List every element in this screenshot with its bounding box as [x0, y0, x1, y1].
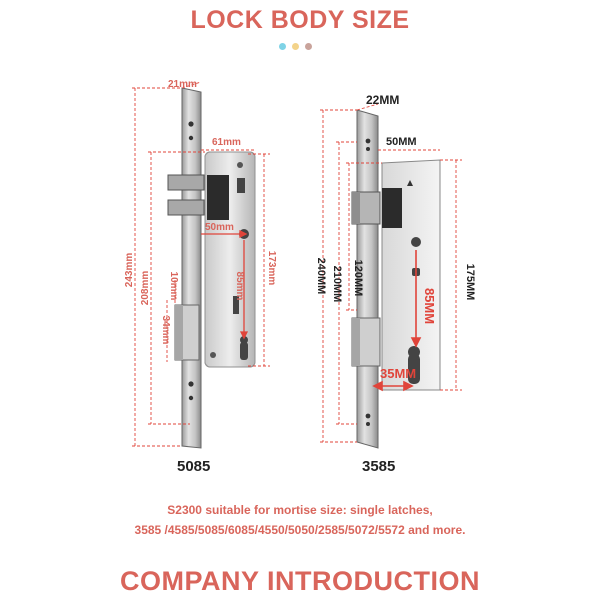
- dim-right-body-height: 120MM: [352, 260, 364, 297]
- dim-left-faceplate-width: 21mm: [168, 79, 197, 90]
- lock-5085: [132, 81, 270, 449]
- dim-right-spindle-to-cylinder: 85MM: [422, 288, 437, 324]
- dim-right-case-length: 210MM: [331, 266, 343, 303]
- dim-left-latch-small: 10mm: [168, 272, 179, 301]
- cylinder-hole: [240, 342, 248, 360]
- dim-right-faceplate-length: 240MM: [315, 258, 327, 295]
- dim-right-case-width: 50MM: [386, 136, 417, 148]
- section-title: COMPANY INTRODUCTION: [120, 566, 480, 596]
- compatibility-note-line-1: S2300 suitable for mortise size: single …: [167, 503, 433, 517]
- bolt-window: [382, 188, 402, 228]
- dim-left-backset: 50mm: [205, 222, 234, 233]
- compatibility-note-line-2: 3585 /4585/5085/6085/4550/5050/2585/5072…: [134, 523, 466, 537]
- dim-left-mounting: 173mm: [266, 251, 277, 286]
- deadbolt: [167, 174, 205, 191]
- faceplate: [181, 87, 202, 449]
- dim-left-faceplate-length: 243mm: [124, 253, 135, 288]
- dim-right-backset: 35MM: [380, 366, 416, 381]
- dot-3: [305, 43, 312, 50]
- cylinder-hole: [408, 354, 420, 384]
- dim-left-case-length: 208mm: [140, 271, 151, 306]
- dim-right-faceplate-width: 22MM: [366, 93, 399, 107]
- model-label-3585: 3585: [362, 458, 396, 475]
- dot-1: [279, 43, 286, 50]
- dim-right-mounting: 175MM: [464, 264, 476, 301]
- lock-3585: [320, 103, 462, 449]
- dim-left-spindle-to-cylinder: 85mm: [234, 272, 245, 301]
- dot-2: [292, 43, 299, 50]
- page-title: LOCK BODY SIZE: [190, 6, 410, 34]
- model-label-5085: 5085: [177, 458, 211, 475]
- decorative-dots: [279, 43, 318, 51]
- spindle-hole: [411, 237, 421, 247]
- dim-left-case-width: 61mm: [212, 137, 241, 148]
- dim-left-latch-gap: 34mm: [160, 316, 171, 345]
- bolt-window: [207, 175, 229, 220]
